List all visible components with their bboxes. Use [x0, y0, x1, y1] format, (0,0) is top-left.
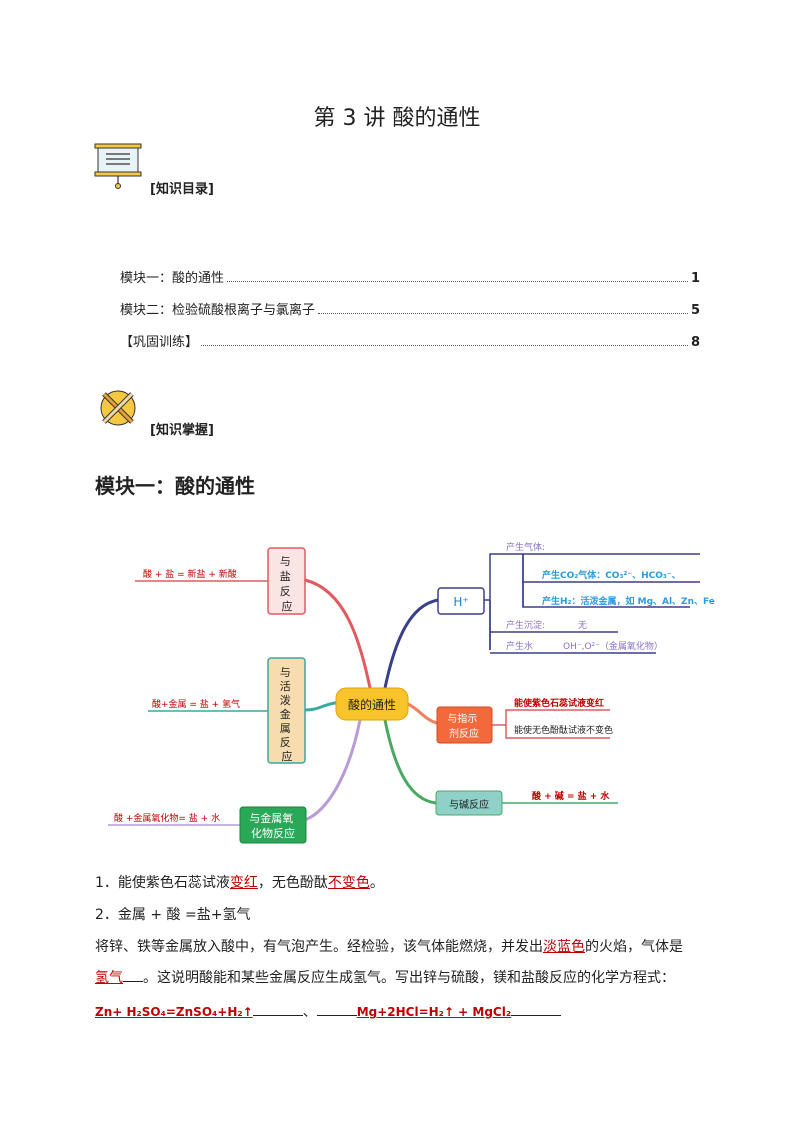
- formula-oxide: 酸 +金属氧化物= 盐 + 水: [114, 812, 220, 824]
- svg-text:无: 无: [578, 620, 587, 631]
- point-2-line-2: 氢气。这说明酸能和某些金属反应生成氢气。写出锌与硫酸，镁和盐酸反应的化学方程式：: [95, 970, 675, 986]
- svg-text:产生沉淀:: 产生沉淀:: [506, 619, 545, 631]
- svg-text:能使无色酚酞试液不变色: 能使无色酚酞试液不变色: [514, 724, 613, 736]
- toc-entry-label: 模块一：酸的通性: [120, 271, 225, 286]
- svg-text:产生H₂：活泼金属，如 Mg、Al、Zn、Fe: 产生H₂：活泼金属，如 Mg、Al、Zn、Fe: [542, 595, 715, 607]
- pencil-ruler-icon: [100, 390, 136, 426]
- mind-map: 酸的通性 与 盐 反 应 与 活 泼 金 属 反 应 与金属氧 化物反应 酸 +…: [108, 541, 715, 844]
- toc-heading: [知识目录]: [150, 182, 214, 197]
- point-1: 1．能使紫色石蕊试液变红，无色酚酞不变色。: [95, 875, 384, 891]
- svg-text:与 盐 反 应: 与 盐 反 应: [280, 555, 295, 613]
- svg-text:酸 + 碱 = 盐 + 水: 酸 + 碱 = 盐 + 水: [532, 790, 610, 802]
- toc-entry-page: 5: [690, 303, 700, 318]
- module-heading: 模块一：酸的通性: [95, 474, 255, 498]
- point-2-heading: 2．金属 + 酸 =盐+氢气: [95, 907, 251, 923]
- toc-entry[interactable]: 模块二：检验硫酸根离子与氯离子 5: [120, 299, 700, 318]
- toc-entry[interactable]: 模块一：酸的通性 1: [120, 267, 700, 286]
- formula-metal: 酸+金属 = 盐 + 氢气: [152, 698, 240, 710]
- svg-text:能使紫色石蕊试液变红: 能使紫色石蕊试液变红: [514, 697, 604, 709]
- svg-text:与指示 剂反应: 与指示 剂反应: [447, 712, 480, 740]
- page-title: 第 3 讲 酸的通性: [313, 106, 481, 131]
- toc-entry-label: 模块二：检验硫酸根离子与氯离子: [120, 303, 316, 318]
- svg-text:与金属氧 化物反应: 与金属氧 化物反应: [249, 811, 297, 840]
- projector-icon: [94, 143, 142, 189]
- formula-salt: 酸 + 盐 = 新盐 + 新酸: [143, 568, 237, 580]
- svg-text:与 活 泼 金 属: 与 活 泼 金 属 反 应: [280, 666, 295, 763]
- equations: Zn+ H₂SO₄=ZnSO₄+H₂↑、Mg+2HCl=H₂↑ + MgCl₂: [95, 1002, 705, 1022]
- toc-entry-label: 【巩固训练】: [120, 335, 199, 350]
- toc-entry-page: 1: [690, 271, 700, 286]
- toc-entry[interactable]: 【巩固训练】 8: [120, 331, 700, 350]
- center-node: 酸的通性: [348, 697, 396, 712]
- svg-text:OH⁻,O²⁻（金属氧化物）: OH⁻,O²⁻（金属氧化物）: [563, 640, 663, 652]
- mastery-heading: [知识掌握]: [150, 423, 214, 438]
- h-plus-node: H⁺: [453, 595, 468, 609]
- svg-text:与碱反应: 与碱反应: [449, 798, 489, 811]
- toc-entry-page: 8: [690, 335, 700, 350]
- svg-text:产生水: 产生水: [506, 640, 533, 652]
- svg-text:产生气体:: 产生气体:: [506, 541, 545, 553]
- point-2-line-1: 将锌、铁等金属放入酸中，有气泡产生。经检验，该气体能燃烧，并发出淡蓝色的火焰，气…: [95, 939, 683, 955]
- svg-text:产生CO₂气体：CO₃²⁻、HCO₃⁻、: 产生CO₂气体：CO₃²⁻、HCO₃⁻、: [542, 569, 681, 581]
